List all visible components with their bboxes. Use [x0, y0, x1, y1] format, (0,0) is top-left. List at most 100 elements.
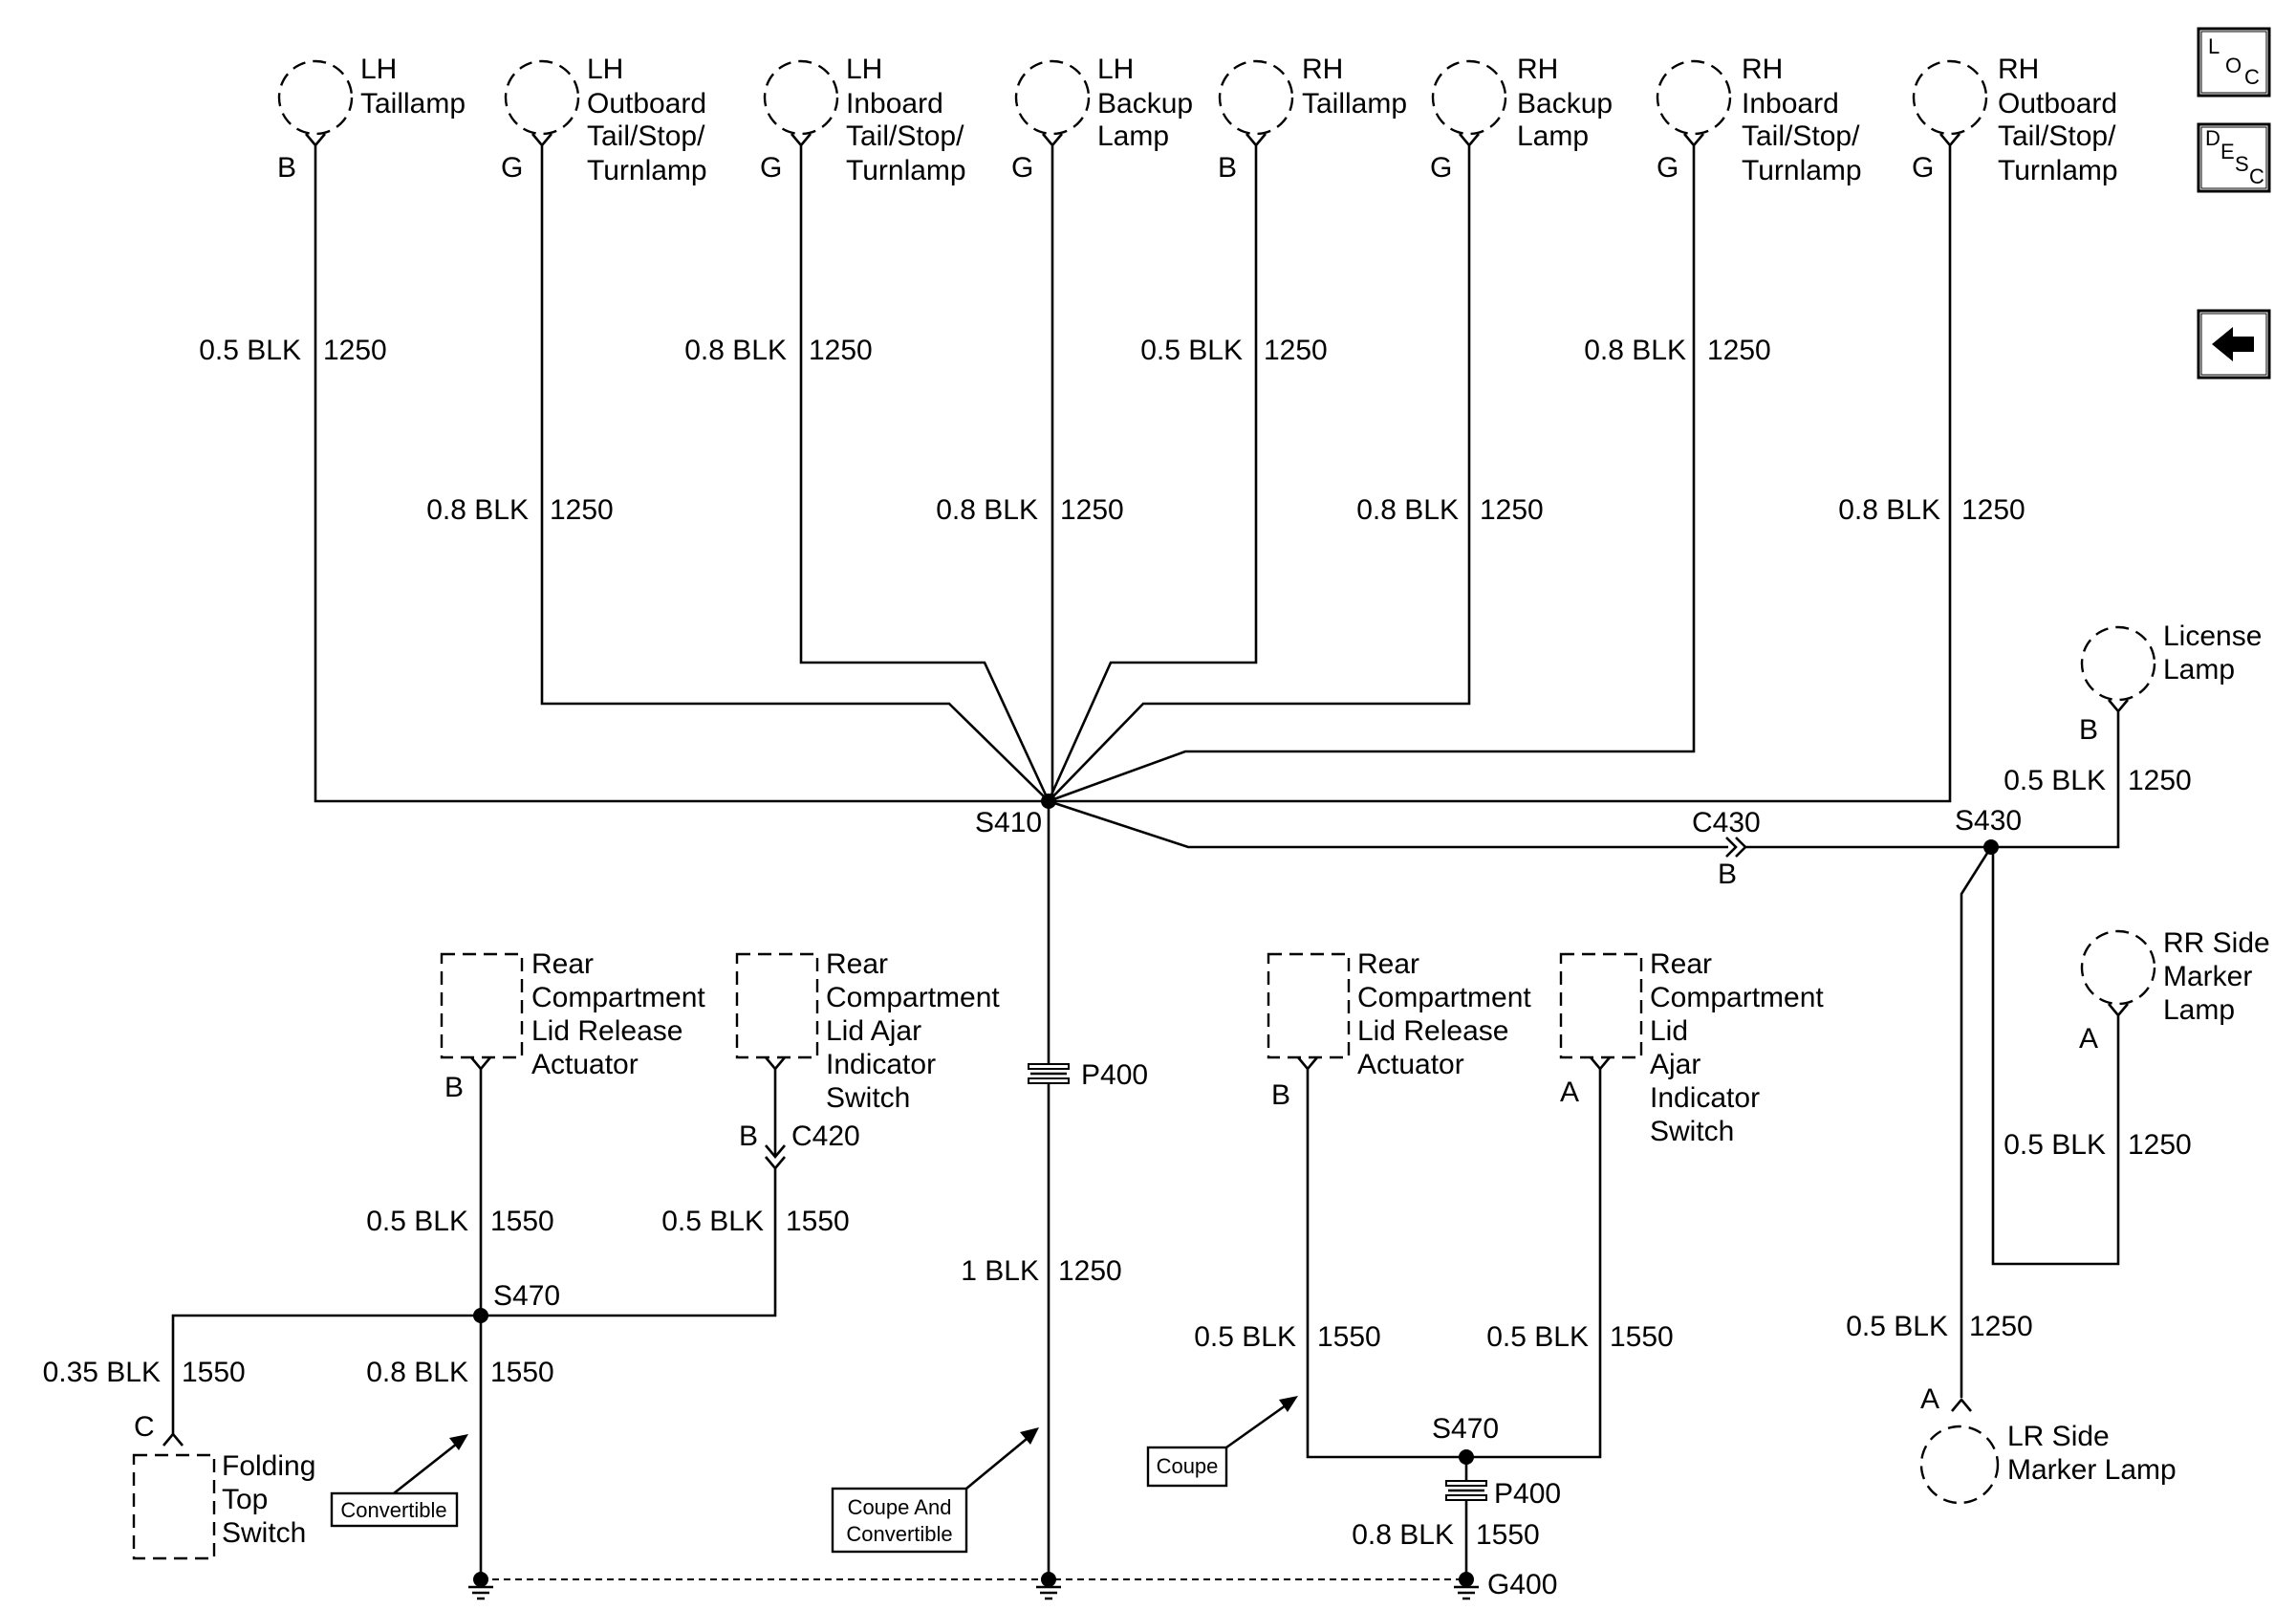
- pin-label: A: [2079, 1023, 2098, 1055]
- pin-label: A: [1920, 1383, 1939, 1415]
- circuit-label: 1550: [1610, 1321, 1674, 1353]
- component-label-line: Compartment: [1650, 982, 1824, 1013]
- wire-lr-side-marker: [1960, 846, 1993, 1398]
- pin-label: A: [1560, 1077, 1579, 1108]
- wire-size-label: 0.5 BLK: [661, 1206, 764, 1237]
- loc-button[interactable]: L O C: [2197, 27, 2271, 98]
- lamp-bulb-icon: [2080, 625, 2156, 702]
- splice-dot: [473, 1308, 488, 1323]
- connector-p400-coupe: P400: [1445, 1478, 1561, 1510]
- pin-label: B: [2079, 714, 2098, 746]
- lamp-label-line: Tail/Stop/: [846, 120, 964, 152]
- wire-lh-taillamp: [314, 153, 1049, 803]
- splice-label: S410: [975, 807, 1042, 838]
- lr-side-marker-lamp: 0.5 BLK 1250 A LR Side Marker Lamp: [1846, 846, 2177, 1505]
- lamp-label-line: Lamp: [1097, 120, 1169, 152]
- wire-rh-outboard: [1049, 153, 1952, 803]
- wire-lh-outboard: [540, 153, 1050, 802]
- lamp-label-line: Lamp: [1517, 120, 1589, 152]
- upper-wires: [314, 153, 1991, 849]
- coupe-ground-wires: P400 S470 0.5 BLK 1550 0.5 BLK 1550 0.8 …: [1194, 1069, 1674, 1579]
- component-box: [1559, 952, 1643, 1059]
- license-lamp: License Lamp B 0.5 BLK 1250: [1991, 620, 2262, 849]
- lh-outboard-lamp: LH Outboard Tail/Stop/ Turnlamp G: [501, 54, 707, 186]
- rr-side-marker-lamp: RR Side Marker Lamp A 0.5 BLK 1250: [1991, 847, 2270, 1266]
- wire-rr-side-marker: [1991, 847, 2120, 1266]
- connector-c430: C430 B: [1692, 807, 1761, 890]
- lamp-label-line: LH: [587, 54, 623, 85]
- lamp-label-line: Marker Lamp: [2007, 1454, 2177, 1486]
- lamp-label-line: Outboard: [587, 88, 706, 120]
- lamp-label-line: Tail/Stop/: [1742, 120, 1860, 152]
- component-label-line: Actuator: [1357, 1049, 1464, 1080]
- component-label-line: Switch: [826, 1082, 910, 1114]
- circuit-label: 1250: [809, 335, 873, 366]
- lamp-bulb-icon: [1912, 59, 1988, 136]
- component-label-line: Switch: [222, 1517, 306, 1549]
- note-text: Coupe And: [848, 1495, 952, 1519]
- splice-label: S470: [1432, 1413, 1499, 1445]
- component-label-line: Rear: [531, 948, 594, 980]
- component-box: [132, 1453, 216, 1560]
- convertible-ground-wires: 0.5 BLK 1550 0.5 BLK 1550 0.35 BLK 1550 …: [43, 1069, 850, 1579]
- component-label-line: Compartment: [531, 982, 705, 1013]
- ground-icon: [468, 1579, 493, 1600]
- pin-label: C: [134, 1411, 155, 1443]
- wire-size-label: 0.8 BLK: [366, 1357, 468, 1388]
- lamp-bulb-icon: [504, 59, 580, 136]
- wire-size-label: 0.8 BLK: [1838, 494, 1940, 526]
- component-box: [735, 952, 819, 1059]
- pin-label: B: [1271, 1079, 1290, 1111]
- pin-label: G: [1430, 152, 1452, 184]
- wire-license: [1991, 719, 2120, 849]
- connector-p400-main: P400: [1028, 1059, 1148, 1091]
- pin-label: G: [1912, 152, 1934, 184]
- component-label-line: Rear: [1650, 948, 1712, 980]
- ground-icon: [1454, 1579, 1479, 1600]
- lamp-bulb-icon: [1656, 59, 1732, 136]
- wire-size-label: 0.8 BLK: [1352, 1519, 1454, 1551]
- lamp-label-line: Turnlamp: [1742, 155, 1862, 186]
- lh-inboard-lamp: LH Inboard Tail/Stop/ Turnlamp G: [760, 54, 966, 186]
- circuit-label: 1550: [490, 1206, 554, 1237]
- circuit-label: 1550: [182, 1357, 246, 1388]
- component-label-line: Lid Ajar: [826, 1015, 921, 1047]
- lh-backup-lamp: LH Backup Lamp G: [1011, 54, 1193, 184]
- lamp-label-line: Backup: [1097, 88, 1193, 120]
- component-label-line: Rear: [1357, 948, 1419, 980]
- desc-button[interactable]: D E S C: [2197, 122, 2271, 193]
- wire-s410-to-s430: [1048, 799, 1728, 849]
- component-label-line: Actuator: [531, 1049, 639, 1080]
- lamp-label-line: Lamp: [2163, 654, 2235, 685]
- lamp-label-line: Taillamp: [1302, 88, 1407, 120]
- lamp-label-line: Turnlamp: [587, 155, 707, 186]
- ground-g400: G400: [468, 1569, 1557, 1600]
- lamp-label-line: RH: [1517, 54, 1558, 85]
- pin-label: B: [444, 1072, 464, 1103]
- lamp-bulb-icon: [1218, 59, 1294, 136]
- splice-label: S470: [493, 1280, 560, 1312]
- note-text: Coupe: [1157, 1454, 1219, 1478]
- lamp-bulb-icon: [277, 59, 354, 136]
- lamp-label-line: LR Side: [2007, 1421, 2110, 1452]
- connector-label: C420: [791, 1120, 860, 1152]
- circuit-label: 1250: [1961, 494, 2025, 526]
- wire-size-label: 0.5 BLK: [1486, 1321, 1589, 1353]
- rh-outboard-lamp: RH Outboard Tail/Stop/ Turnlamp G: [1912, 54, 2118, 186]
- pin-label: B: [277, 152, 296, 184]
- circuit-label: 1250: [1969, 1311, 2033, 1342]
- component-label-line: Lid: [1650, 1015, 1688, 1047]
- rcl-ajar-switch-convertible: Rear Compartment Lid Ajar Indicator Swit…: [735, 948, 1000, 1171]
- component-label-line: Folding: [222, 1450, 315, 1482]
- wire-rh-taillamp: [1047, 153, 1258, 802]
- wire-size-label: 0.35 BLK: [43, 1357, 161, 1388]
- component-label-line: Ajar: [1650, 1049, 1700, 1080]
- rcl-release-actuator-convertible: Rear Compartment Lid Release Actuator B: [440, 948, 705, 1103]
- circuit-label: 1250: [323, 335, 387, 366]
- wire-lh-inboard: [799, 153, 1051, 802]
- desc-letter: C: [2249, 164, 2264, 188]
- back-button[interactable]: [2197, 309, 2271, 380]
- desc-letter: D: [2205, 126, 2220, 150]
- lamp-label-line: Outboard: [1998, 88, 2117, 120]
- lamp-label-line: RR Side: [2163, 927, 2270, 959]
